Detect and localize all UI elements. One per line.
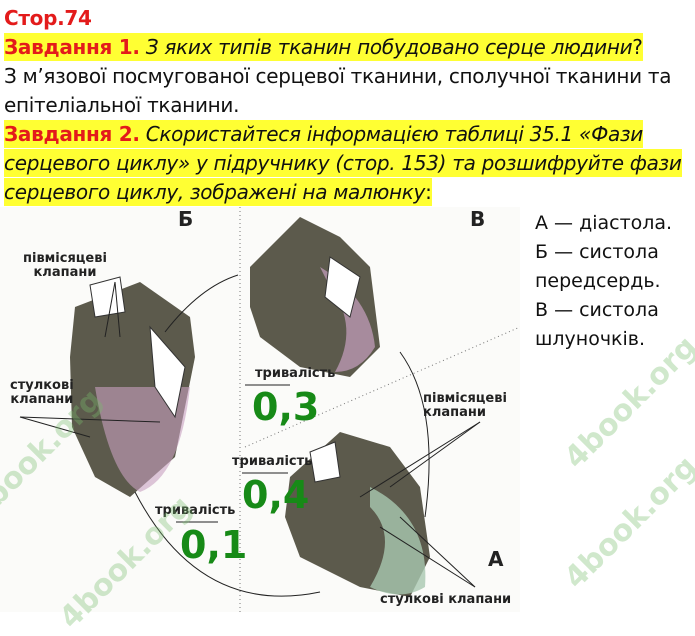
duration-value-v: 0,3	[252, 385, 320, 429]
label-v: В	[470, 207, 486, 231]
colon: :	[425, 180, 432, 204]
heart-a	[285, 432, 430, 597]
task1-answer-line-2: епітеліальної тканини.	[4, 93, 240, 117]
cycle-arrow-v-to-a	[399, 351, 430, 518]
task1-question: Завдання 1. З яких типів тканин побудова…	[4, 33, 643, 61]
cycle-arrow-b-to-v	[164, 274, 239, 333]
answer-b-1: Б — систола	[535, 241, 659, 263]
task2-text-3: серцевого циклу, зображені на малюнку	[4, 180, 426, 204]
task1-label: Завдання 1.	[4, 35, 140, 59]
heart-v	[250, 217, 380, 377]
answer-a: А — діастола.	[535, 212, 673, 234]
answer-b-2: передсердь.	[535, 270, 661, 292]
task1-question-text: З яких типів тканин побудовано серце люд…	[145, 35, 633, 59]
label-b: Б	[178, 207, 194, 231]
label-a: А	[488, 547, 504, 571]
task2-text-1: Скористайтеся інформацією таблиці 35.1 «…	[145, 122, 644, 146]
task2-question-line-1: Завдання 2. Скористайтеся інформацією та…	[4, 120, 643, 148]
duration-value-a: 0,4	[242, 473, 310, 517]
page-label: Стор.74	[4, 6, 92, 30]
duration-value-b: 0,1	[180, 523, 248, 567]
question-mark: ?	[632, 35, 643, 59]
leaflet-valves-label-a: стулкові клапани	[380, 592, 512, 607]
task2-question-line-3: серцевого циклу, зображені на малюнку:	[4, 178, 432, 206]
answer-v-2: шлуночків.	[535, 328, 646, 350]
task1-answer-line-1: З м’язової посмугованої серцевої тканини…	[4, 64, 672, 88]
duration-label-a: тривалість	[232, 454, 313, 469]
duration-label-v: тривалість	[255, 366, 336, 381]
watermark: 4book.org	[557, 449, 695, 596]
page-number: Стор.74	[4, 4, 92, 32]
heart-b	[70, 276, 195, 497]
task2-label: Завдання 2.	[4, 122, 140, 146]
duration-label-b: тривалість	[155, 503, 236, 518]
heart-illustration	[19, 207, 521, 612]
cycle-arrow-a-to-b	[134, 491, 321, 597]
task2-question-line-2: серцевого циклу» у підручнику (стор. 153…	[4, 149, 682, 177]
answer-v-1: В — систола	[535, 299, 659, 321]
